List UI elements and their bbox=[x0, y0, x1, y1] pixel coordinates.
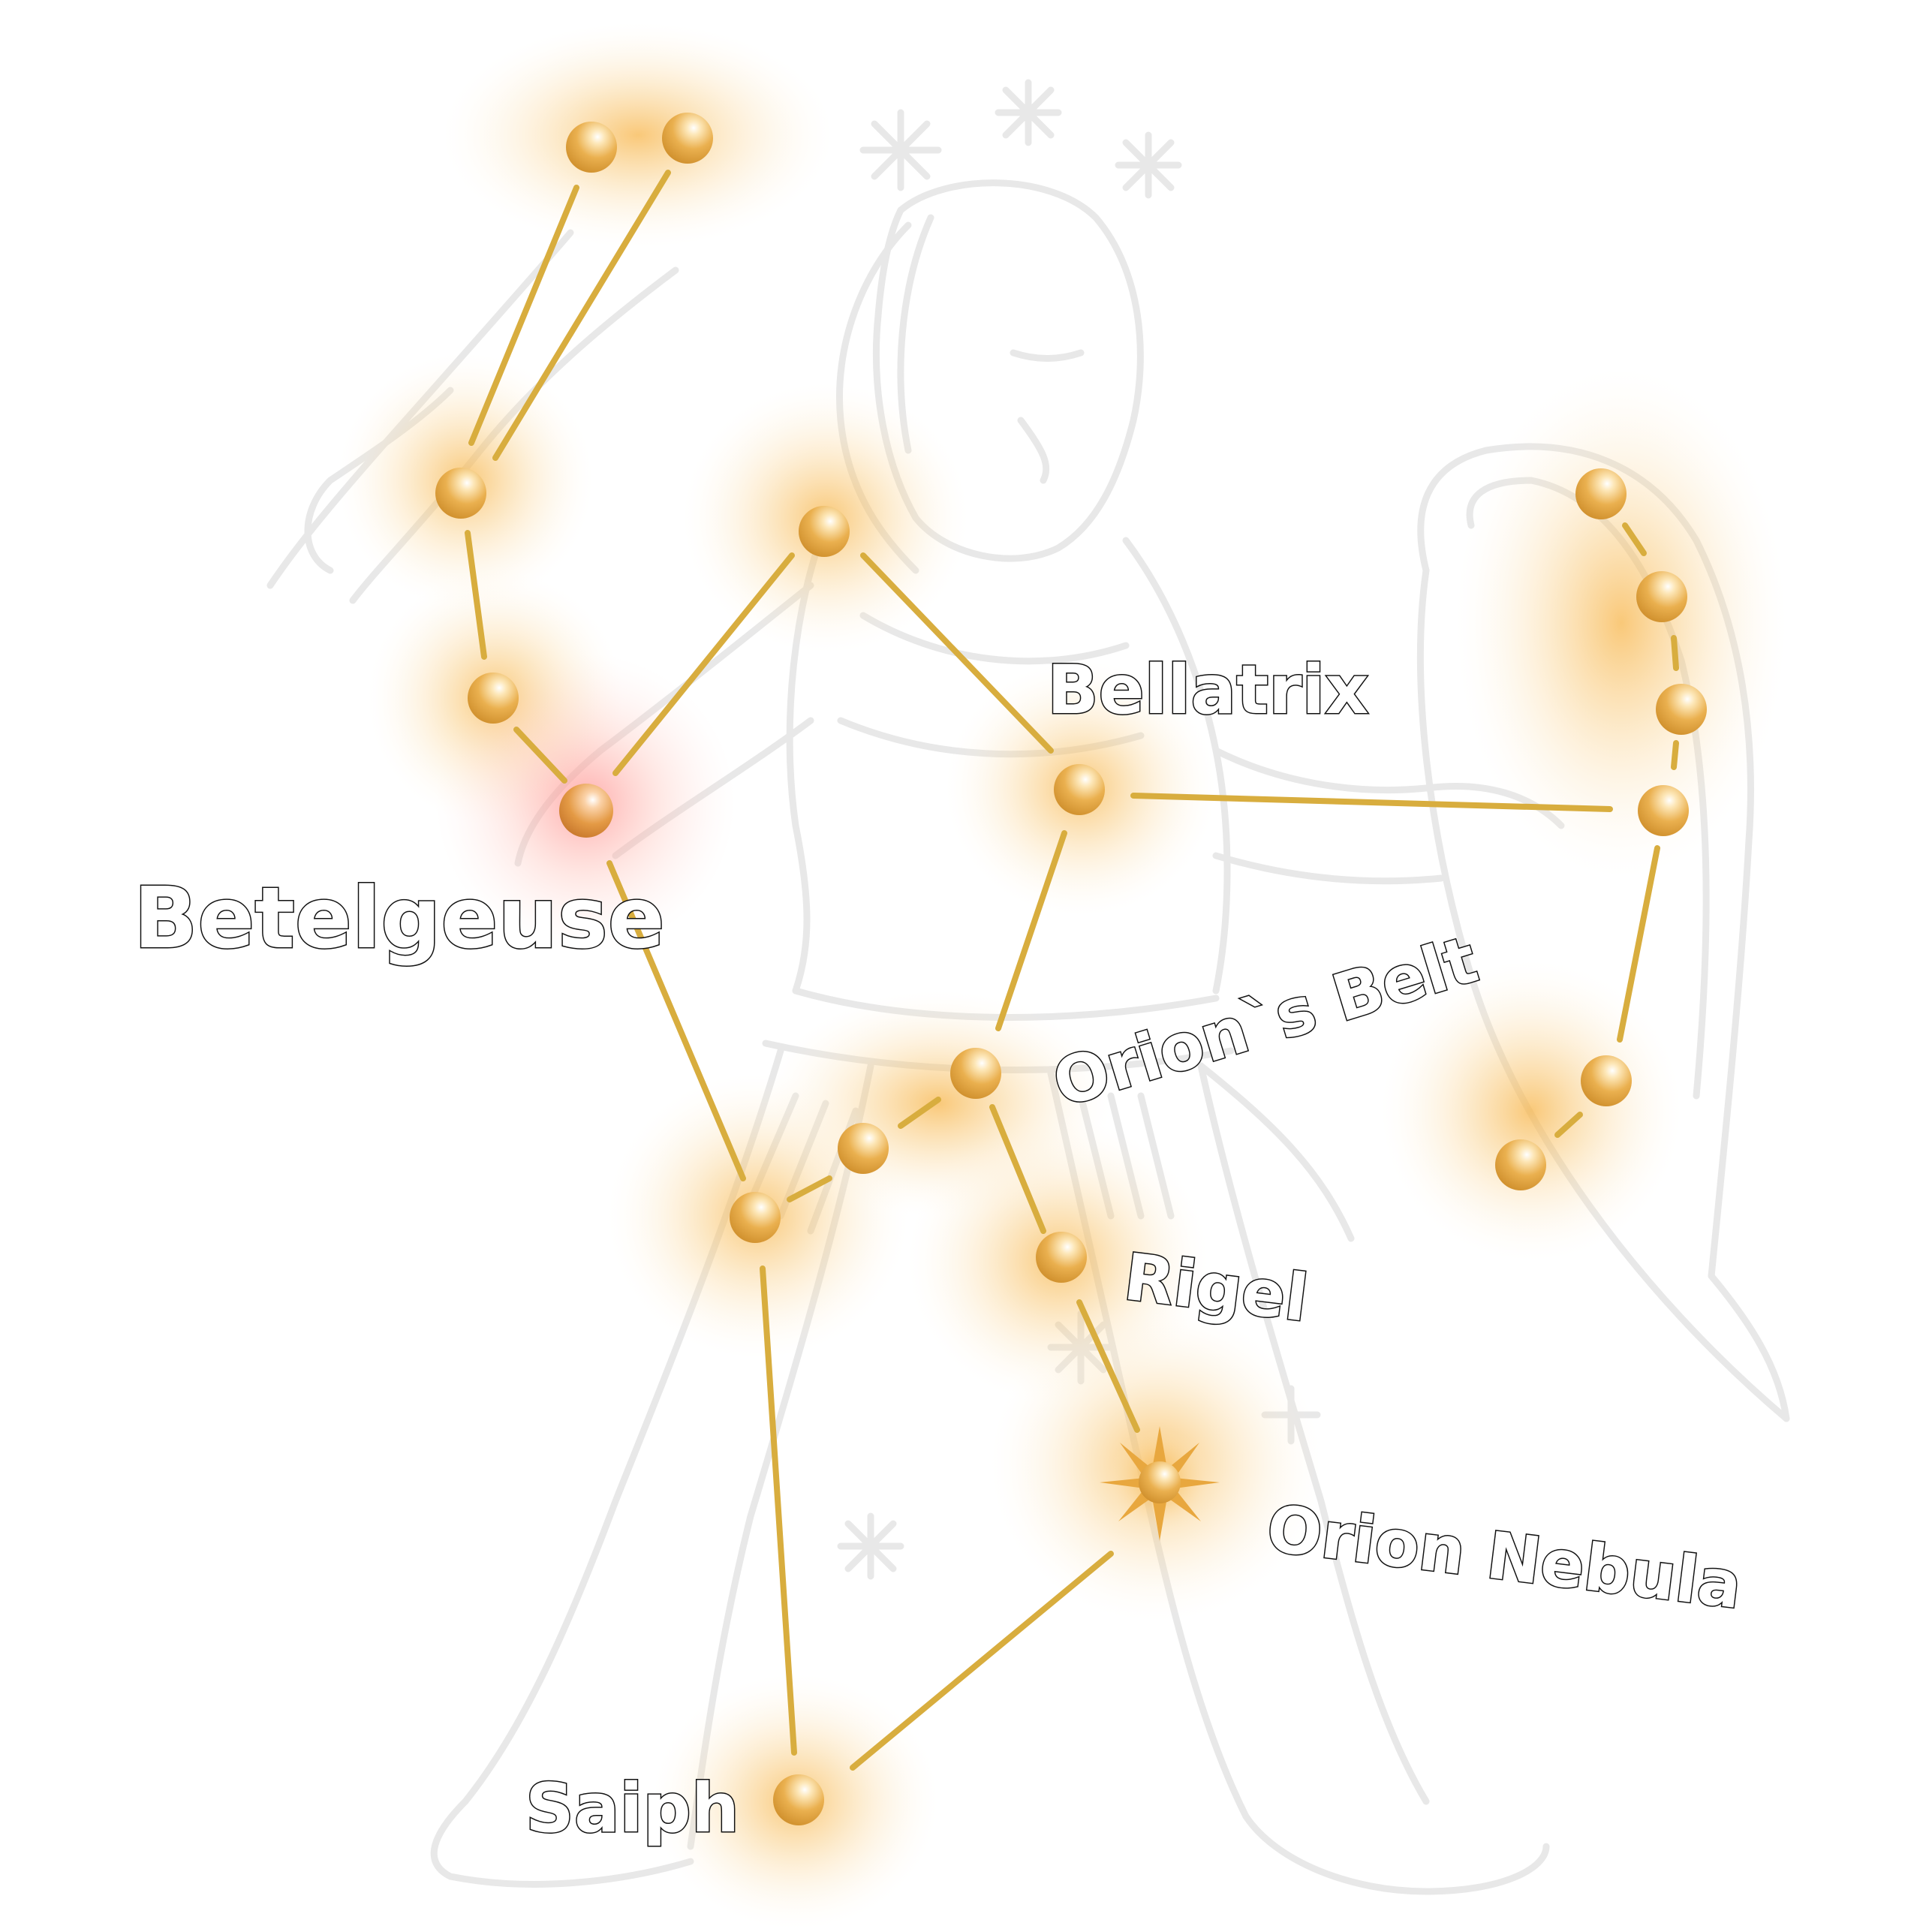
line-hip-saiph bbox=[760, 1265, 797, 1756]
star-shield-2 bbox=[1636, 571, 1687, 622]
label-orion-nebula: Orion Nebula bbox=[1262, 1491, 1745, 1624]
star-belt-left bbox=[730, 1192, 781, 1243]
constellation-lines bbox=[465, 170, 1679, 1771]
line-belt-rigel bbox=[989, 1104, 1046, 1234]
line-bellatrix-shield bbox=[1130, 793, 1613, 812]
star-club-left bbox=[566, 122, 617, 173]
star-club-right bbox=[662, 113, 713, 164]
star-bellatrix bbox=[1054, 764, 1105, 815]
line-betelgeuse-shoulder bbox=[612, 552, 795, 776]
line-shield-1 bbox=[1622, 522, 1647, 556]
line-bellatrix-belt bbox=[995, 830, 1067, 1031]
line-nebula-saiph bbox=[850, 1551, 1114, 1771]
line-belt-2 bbox=[898, 1097, 941, 1129]
line-arm-lower bbox=[513, 727, 567, 784]
line-arm-upper bbox=[465, 530, 487, 660]
line-club-a bbox=[468, 185, 579, 446]
line-shield-4 bbox=[1617, 845, 1660, 1043]
star-shield-4 bbox=[1638, 785, 1689, 836]
line-betelgeuse-hip bbox=[606, 860, 746, 1181]
star-arm-upper bbox=[435, 468, 486, 519]
star-arm-lower bbox=[468, 673, 519, 724]
label-betelgeuse: Betelgeuse bbox=[134, 870, 665, 968]
line-shield-3 bbox=[1671, 740, 1679, 770]
orion-nebula-starburst-icon bbox=[1100, 1426, 1220, 1541]
star-shield-3 bbox=[1656, 684, 1707, 735]
label-saiph: Saiph bbox=[525, 1769, 739, 1848]
star-saiph bbox=[773, 1774, 824, 1825]
line-shield-2 bbox=[1671, 635, 1679, 671]
label-bellatrix: Bellatrix bbox=[1047, 651, 1368, 730]
line-rigel-nebula bbox=[1076, 1299, 1140, 1433]
star-belt-right bbox=[950, 1048, 1001, 1099]
star-shield-6 bbox=[1495, 1139, 1546, 1190]
line-belt-1 bbox=[787, 1175, 832, 1202]
star-belt-middle bbox=[838, 1123, 889, 1174]
stars bbox=[435, 113, 1707, 1825]
line-shield-5 bbox=[1554, 1112, 1583, 1138]
star-shield-5 bbox=[1581, 1055, 1632, 1106]
star-betelgeuse bbox=[559, 784, 613, 838]
line-club-b bbox=[492, 170, 671, 461]
line-shoulder-bellatrix bbox=[860, 552, 1054, 754]
star-shield-1 bbox=[1575, 468, 1627, 519]
star-shoulder bbox=[799, 506, 850, 557]
star-rigel bbox=[1036, 1232, 1087, 1283]
